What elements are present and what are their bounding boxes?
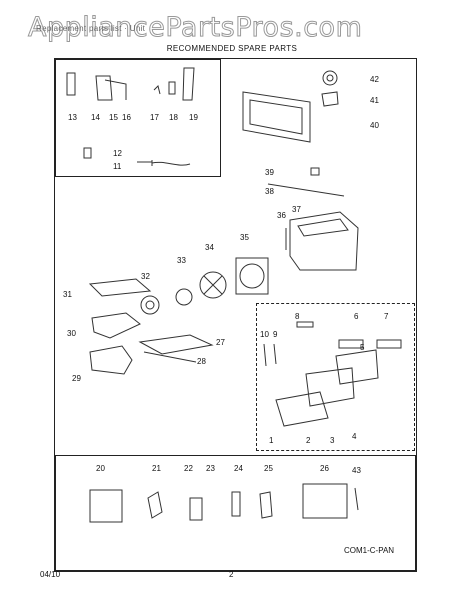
part-label-27: 27: [216, 338, 225, 347]
part-label-13: 13: [68, 113, 77, 122]
part-38-drawing: [268, 184, 344, 196]
part-20-drawing: [90, 490, 122, 522]
part-label-6: 6: [354, 312, 359, 321]
part-label-31: 31: [63, 290, 72, 299]
part-33-drawing: [176, 289, 192, 305]
part-label-3: 3: [330, 436, 335, 445]
part-label-34: 34: [205, 243, 214, 252]
footer-page-number: 2: [229, 570, 234, 579]
part-15-drawing: [105, 80, 126, 100]
page-title: RECOMMENDED SPARE PARTS: [166, 44, 298, 53]
bottom-parts-box: [55, 455, 416, 571]
part-1-drawing: [276, 392, 328, 426]
part-label-28: 28: [197, 357, 206, 366]
part-22-drawing: [190, 498, 202, 520]
part-label-23: 23: [206, 464, 215, 473]
part-label-22: 22: [184, 464, 193, 473]
part-10-drawing: [264, 344, 266, 366]
part-label-20: 20: [96, 464, 105, 473]
part-24-drawing: [232, 492, 240, 516]
part-40-drawing: [243, 92, 310, 142]
part-label-41: 41: [370, 96, 379, 105]
part-30-drawing: [92, 313, 140, 338]
part-39-drawing: [311, 168, 319, 175]
part-label-15: 15: [109, 113, 118, 122]
part-label-33: 33: [177, 256, 186, 265]
part-26-drawing: [303, 484, 347, 518]
site-watermark: AppliancePartsPros.com: [28, 12, 363, 44]
part-label-5: 5: [360, 343, 365, 352]
part-4-drawing: [336, 350, 378, 384]
part-17-drawing: [154, 86, 160, 94]
part-34-drawing: [200, 272, 226, 298]
part-label-14: 14: [91, 113, 100, 122]
part-label-24: 24: [234, 464, 243, 473]
part-31-drawing: [90, 279, 150, 296]
part-label-8: 8: [295, 312, 300, 321]
part-label-1: 1: [269, 436, 274, 445]
part-12-drawing: [84, 148, 91, 158]
part-3-drawing: [306, 368, 354, 406]
part-label-37: 37: [292, 205, 301, 214]
part-14-drawing: [96, 76, 112, 100]
part-label-25: 25: [264, 464, 273, 473]
part-label-43: 43: [352, 466, 361, 475]
part-8-drawing: [297, 322, 313, 327]
part-label-26: 26: [320, 464, 329, 473]
part-label-7: 7: [384, 312, 389, 321]
part-label-38: 38: [265, 187, 274, 196]
part-18-drawing: [169, 82, 175, 94]
part-27-drawing: [140, 335, 212, 354]
part-label-17: 17: [150, 113, 159, 122]
footer-date: 04/10: [40, 570, 61, 579]
part-37-drawing: [290, 212, 358, 270]
part-28-drawing: [144, 352, 196, 362]
part-label-32: 32: [141, 272, 150, 281]
part-43-drawing: [355, 488, 358, 510]
part-11-drawing: [137, 160, 190, 166]
part-21-drawing: [148, 492, 162, 518]
part-label-4: 4: [352, 432, 357, 441]
part-41-drawing: [322, 92, 338, 106]
part-label-35: 35: [240, 233, 249, 242]
part-label-11: 11: [113, 162, 122, 171]
part-label-2: 2: [306, 436, 311, 445]
part-label-39: 39: [265, 168, 274, 177]
part-label-9: 9: [273, 330, 278, 339]
part-25-drawing: [260, 492, 272, 518]
part-29-drawing: [90, 346, 132, 374]
part-label-10: 10: [260, 330, 269, 339]
part-label-40: 40: [370, 121, 379, 130]
part-9-drawing: [274, 344, 276, 364]
part-label-18: 18: [169, 113, 178, 122]
part-label-36: 36: [277, 211, 286, 220]
page-subhead: Replacement parts list · Unit: [36, 24, 146, 33]
part-label-29: 29: [72, 374, 81, 383]
front-panel-box: [256, 303, 415, 451]
part-6-drawing: [339, 340, 363, 348]
part-42-drawing: [323, 71, 337, 85]
diagram-code: COM1-C-PAN: [344, 546, 395, 555]
part-32-drawing: [141, 296, 159, 314]
part-19-drawing: [183, 68, 194, 100]
part-7-drawing: [377, 340, 401, 348]
part-label-30: 30: [67, 329, 76, 338]
diagram-frame: [54, 58, 417, 572]
part-label-21: 21: [152, 464, 161, 473]
accessory-box: [55, 59, 221, 177]
part-label-19: 19: [189, 113, 198, 122]
part-label-16: 16: [122, 113, 131, 122]
part-label-12: 12: [113, 149, 122, 158]
part-13-drawing: [67, 73, 75, 95]
part-label-42: 42: [370, 75, 379, 84]
part-35-drawing: [236, 258, 268, 294]
